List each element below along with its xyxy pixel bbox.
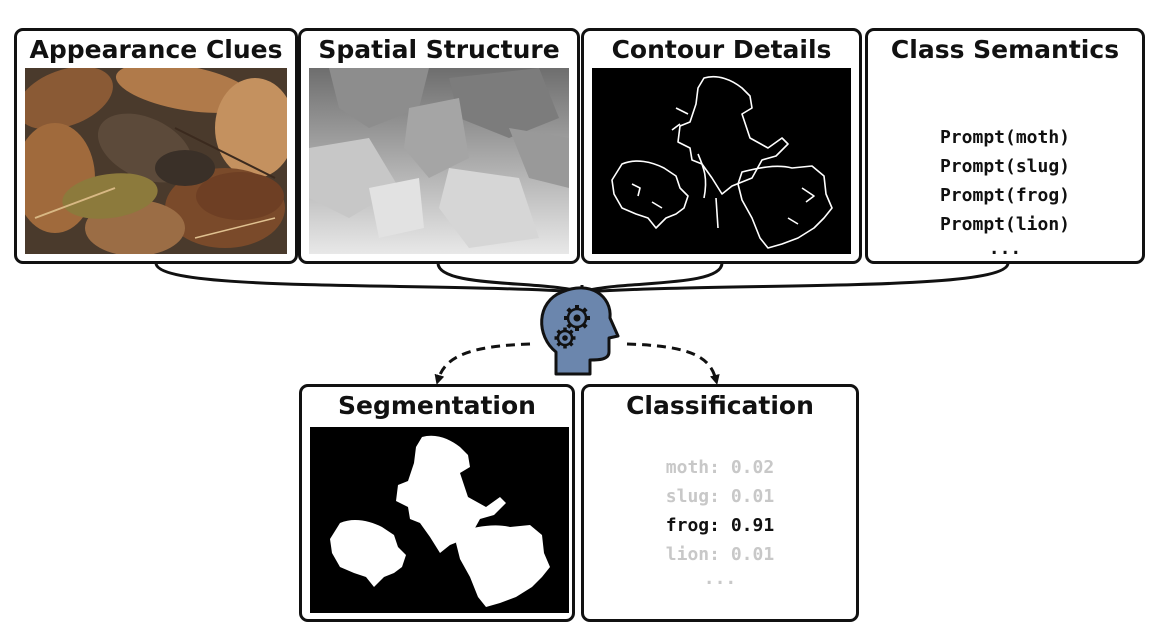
spatial-structure-panel: Spatial Structure <box>298 28 580 264</box>
prompt-item: Prompt(lion) <box>939 214 1071 235</box>
head-with-gears-icon <box>540 286 620 376</box>
arrow-to-segmentation <box>434 342 531 385</box>
classification-panel: Classification moth: 0.02 slug: 0.01 fro… <box>581 384 859 622</box>
connector-appearance <box>154 262 583 294</box>
appearance-clues-panel: Appearance Clues <box>14 28 298 264</box>
segmentation-title: Segmentation <box>338 391 536 420</box>
arrow-to-classification <box>626 342 720 385</box>
connector-contour <box>581 262 724 294</box>
depth-map-image <box>309 68 569 254</box>
score-row-frog: frog: 0.91 <box>665 515 775 536</box>
class-semantics-title: Class Semantics <box>890 35 1120 64</box>
segmentation-mask-image <box>310 427 569 613</box>
prompt-item: Prompt(frog) <box>939 185 1071 206</box>
prompt-item: Prompt(slug) <box>939 156 1071 177</box>
class-semantics-panel: Class Semantics Prompt(moth) Prompt(slug… <box>865 28 1145 264</box>
camouflaged-frogs-photo <box>25 68 287 254</box>
appearance-clues-title: Appearance Clues <box>29 35 283 64</box>
spatial-structure-title: Spatial Structure <box>318 35 560 64</box>
gear-icon-lower <box>554 327 576 349</box>
contour-details-panel: Contour Details <box>581 28 862 264</box>
score-row-slug: slug: 0.01 <box>665 486 775 507</box>
prompt-ellipsis: ... <box>988 238 1022 259</box>
connector-class <box>581 262 1010 294</box>
prompt-list: Prompt(moth) Prompt(slug) Prompt(frog) P… <box>868 123 1142 259</box>
score-ellipsis: ... <box>703 568 737 589</box>
contour-map-image <box>592 68 851 254</box>
score-row-moth: moth: 0.02 <box>665 457 775 478</box>
segmentation-panel: Segmentation <box>299 384 575 622</box>
classification-title: Classification <box>626 391 814 420</box>
gear-icon-upper <box>564 305 590 331</box>
prompt-item: Prompt(moth) <box>939 127 1071 148</box>
class-score-list: moth: 0.02 slug: 0.01 frog: 0.91 lion: 0… <box>584 453 856 589</box>
connector-spatial <box>436 262 583 294</box>
contour-details-title: Contour Details <box>611 35 832 64</box>
score-row-lion: lion: 0.01 <box>665 544 775 565</box>
